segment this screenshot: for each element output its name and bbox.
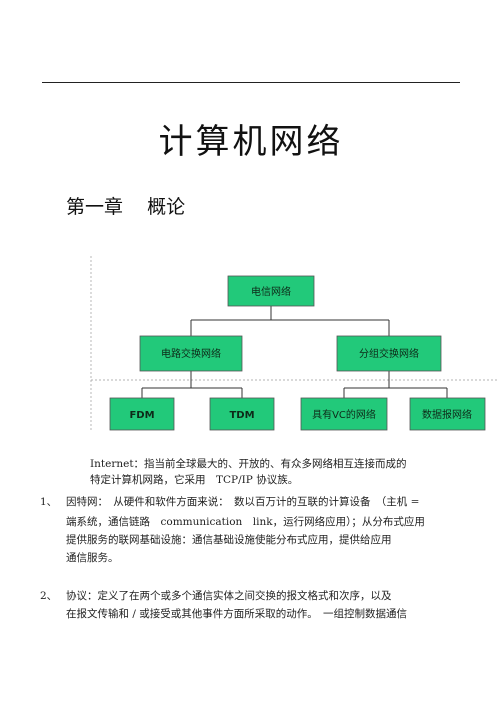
diagram-node-packet xyxy=(336,335,442,372)
diagram-connectors xyxy=(141,306,448,398)
network-hierarchy-diagram: 电信网络 电路交换网络 分组交换网络 FDM TDM 具有VC的网络 数据报网络 xyxy=(90,256,499,432)
header-rule xyxy=(42,82,460,83)
chapter-label: 第一章 xyxy=(66,196,124,218)
item2-line2: 在报文传输和 / 或接受或其他事件方面所采取的动作。 一组控制数据通信 xyxy=(66,608,407,620)
diagram-label-root: 电信网络 xyxy=(251,285,291,298)
item1-number: 1、 xyxy=(40,496,58,508)
document-title: 计算机网络 xyxy=(158,122,344,162)
item1-line3: 提供服务的联网基础设施：通信基础设施使能分布式应用，提供给应用 xyxy=(66,534,392,546)
item2-number: 2、 xyxy=(40,590,58,602)
diagram-node-circuit xyxy=(139,335,243,372)
item1-line1: 因特网： 从硬件和软件方面来说： 数以百万计的互联的计算设备 （主机 = xyxy=(66,496,420,508)
diagram-node-tdm xyxy=(209,397,275,431)
chapter-heading: 第一章 概论 xyxy=(66,192,185,219)
diagram-node-datagram xyxy=(409,397,486,431)
diagram-label-circuit: 电路交换网络 xyxy=(161,347,221,360)
chapter-title: 概论 xyxy=(147,196,186,218)
diagram-label-datagram: 数据报网络 xyxy=(422,408,472,421)
diagram-node-vc xyxy=(300,397,388,431)
diagram-node-fdm xyxy=(109,397,175,431)
internet-definition-line1: Internet：指当前全球最大的、开放的、有众多网络相互连接而成的 xyxy=(90,458,407,470)
diagram-node-root xyxy=(227,275,315,307)
item1-line2: 端系统，通信链路 communication link，运行网络应用）；从分布式… xyxy=(66,516,425,528)
diagram-label-fdm: FDM xyxy=(129,410,154,421)
diagram-label-vc: 具有VC的网络 xyxy=(312,408,376,421)
diagram-label-tdm: TDM xyxy=(229,410,254,421)
internet-definition-line2: 特定计算机网路，它采用 TCP/IP 协议族。 xyxy=(90,474,299,486)
item2-line1: 协议：定义了在两个或多个通信实体之间交换的报文格式和次序，以及 xyxy=(66,590,392,602)
item1-line4: 通信服务。 xyxy=(66,552,119,564)
diagram-label-packet: 分组交换网络 xyxy=(359,347,419,360)
